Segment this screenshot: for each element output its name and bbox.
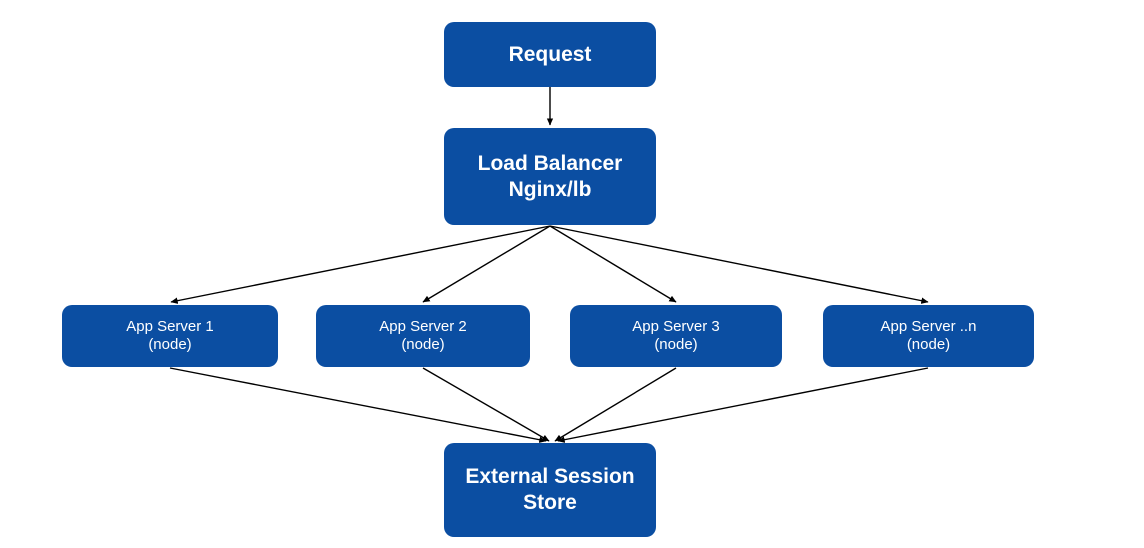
node-external-session-store-line2: Store <box>523 491 577 514</box>
node-app-server-3-line2: (node) <box>654 336 698 353</box>
edge-loadbalancer-to-app3 <box>549 225 677 303</box>
edge-loadbalancer-to-app2 <box>422 225 551 303</box>
node-external-session-store-line1: External Session <box>465 465 635 489</box>
edge-loadbalancer-to-app1 <box>170 225 551 304</box>
node-external-session-store[interactable]: External Session Store <box>444 443 656 537</box>
node-app-server-1-line1: App Server 1 <box>126 317 214 335</box>
node-app-server-3-line1: App Server 3 <box>632 317 720 335</box>
edge-app1-to-session <box>169 367 547 443</box>
node-load-balancer-line1: Load Balancer <box>477 151 623 175</box>
node-app-server-2[interactable]: App Server 2 (node) <box>316 305 530 367</box>
node-app-server-1-line2: (node) <box>148 336 192 353</box>
edge-appn-to-session <box>557 367 929 443</box>
node-app-server-n-line1: App Server ..n <box>880 317 977 335</box>
node-app-server-n[interactable]: App Server ..n (node) <box>823 305 1034 367</box>
node-request[interactable]: Request <box>444 22 656 87</box>
edge-app2-to-session <box>422 367 550 442</box>
edge-loadbalancer-to-appn <box>549 225 929 304</box>
node-load-balancer[interactable]: Load Balancer Nginx/lb <box>444 128 656 225</box>
node-app-server-2-line2: (node) <box>401 336 445 353</box>
node-app-server-1[interactable]: App Server 1 (node) <box>62 305 278 367</box>
node-app-server-2-line1: App Server 2 <box>379 317 467 335</box>
node-app-server-3[interactable]: App Server 3 (node) <box>570 305 782 367</box>
node-load-balancer-line2: Nginx/lb <box>508 177 592 201</box>
node-request-line1: Request <box>508 42 592 66</box>
edge-app3-to-session <box>554 367 677 442</box>
node-app-server-n-line2: (node) <box>906 336 951 353</box>
